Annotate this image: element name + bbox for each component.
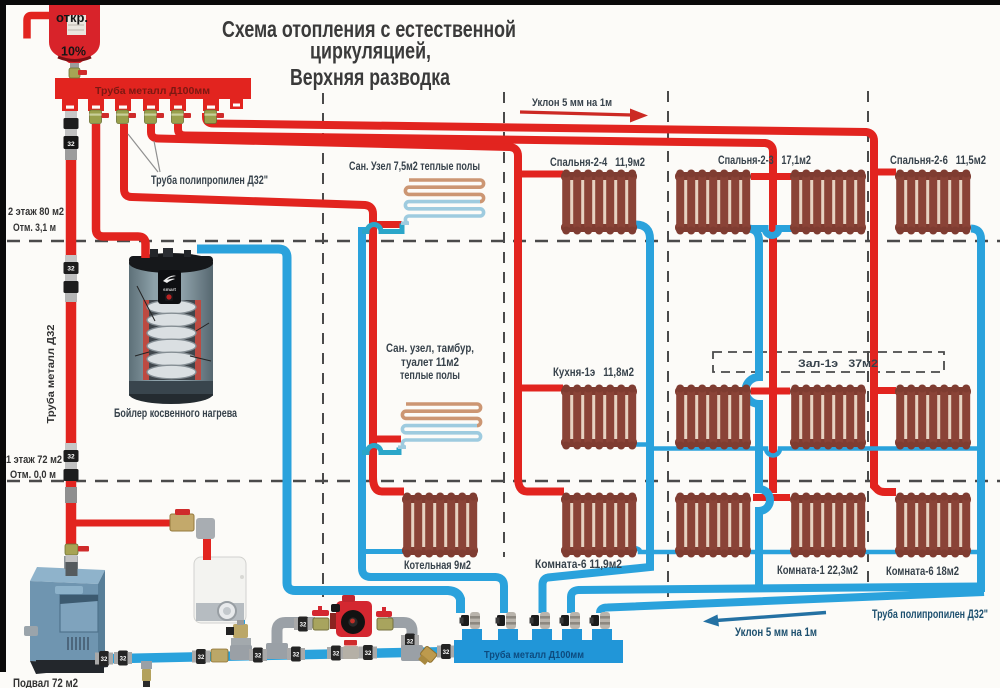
svg-text:32: 32 [67,141,75,148]
svg-text:smart: smart [163,287,176,293]
svg-text:туалет 11м2: туалет 11м2 [401,357,459,369]
svg-text:10%: 10% [61,45,86,59]
svg-text:Отм. 3,1 м: Отм. 3,1 м [13,222,56,234]
svg-text:32: 32 [67,454,75,461]
svg-text:Труба металл Д100мм: Труба металл Д100мм [95,85,210,97]
svg-text:Спальня-2-3 17,1м2: Спальня-2-3 17,1м2 [718,155,811,167]
svg-text:Уклон 5 мм на 1м: Уклон 5 мм на 1м [532,97,612,109]
svg-text:Кухня-1э 11,8м2: Кухня-1э 11,8м2 [553,367,634,379]
svg-text:Комната-6 18м2: Комната-6 18м2 [886,566,959,578]
svg-text:Труба полипропилен Д32": Труба полипропилен Д32" [151,175,268,187]
svg-text:Отм. 0,0 м: Отм. 0,0 м [10,469,56,481]
svg-text:Сан. узел, тамбур,: Сан. узел, тамбур, [386,343,474,355]
svg-text:Комната-6 11,9м2: Комната-6 11,9м2 [535,559,622,571]
svg-text:Подвал 72 м2: Подвал 72 м2 [13,676,78,688]
svg-text:Спальня-2-4 11,9м2: Спальня-2-4 11,9м2 [550,157,645,169]
svg-text:1 этаж 72 м2: 1 этаж 72 м2 [6,454,62,466]
svg-text:циркуляцией,: циркуляцией, [310,38,431,64]
svg-text:теплые полы: теплые полы [400,370,460,382]
svg-text:Комната-1 22,3м2: Комната-1 22,3м2 [777,565,858,577]
svg-text:Уклон 5 мм на 1м: Уклон 5 мм на 1м [735,627,817,639]
svg-text:32: 32 [67,266,75,273]
svg-text:Труба полипропилен Д32": Труба полипропилен Д32" [872,609,988,621]
svg-text:Бойлер косвенного нагрева: Бойлер косвенного нагрева [114,406,237,420]
svg-text:Схема отопления с естественной: Схема отопления с естественной [222,16,516,42]
svg-text:откр.: откр. [56,10,88,25]
svg-text:2 этаж 80 м2: 2 этаж 80 м2 [8,206,64,218]
svg-text:Труба металл Д32: Труба металл Д32 [45,324,57,423]
svg-text:Верхняя разводка: Верхняя разводка [290,64,450,90]
svg-text:Спальня-2-6 11,5м2: Спальня-2-6 11,5м2 [890,155,986,167]
svg-text:Зал-1э 37м2: Зал-1э 37м2 [798,358,878,370]
svg-text:Котельная 9м2: Котельная 9м2 [404,560,471,572]
svg-text:Сан. Узел 7,5м2 теплые полы: Сан. Узел 7,5м2 теплые полы [349,161,480,173]
svg-text:Труба металл Д100мм: Труба металл Д100мм [484,649,584,661]
